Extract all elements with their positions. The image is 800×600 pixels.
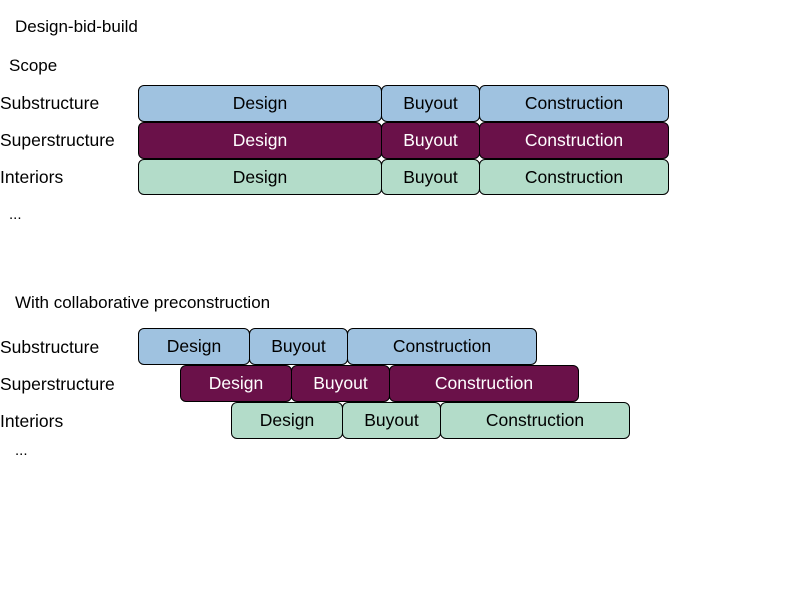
s2-interiors-buyout-bar: Buyout	[342, 402, 441, 439]
s2-row-label-substructure: Substructure	[0, 337, 100, 357]
s2-substructure-design-bar: Design	[138, 328, 250, 365]
scope-label: Scope	[9, 56, 58, 75]
s1-superstructure-design-bar: Design	[138, 122, 382, 159]
s1-interiors-construction-bar: Construction	[479, 159, 669, 195]
s2-row-label-interiors: Interiors	[0, 411, 64, 431]
s2-interiors-design-bar: Design	[231, 402, 343, 439]
s1-interiors-design-bar: Design	[138, 159, 382, 195]
s1-superstructure-construction-bar: Construction	[479, 122, 669, 159]
section2-title: With collaborative preconstruction	[15, 293, 271, 312]
s1-row-label-superstructure: Superstructure	[0, 130, 115, 150]
s1-ellipsis: ...	[9, 206, 22, 223]
s2-row-label-superstructure: Superstructure	[0, 374, 115, 394]
s2-substructure-buyout-bar: Buyout	[249, 328, 348, 365]
s1-row-label-substructure: Substructure	[0, 93, 100, 113]
s2-substructure-construction-bar: Construction	[347, 328, 537, 365]
s1-row-label-interiors: Interiors	[0, 167, 64, 187]
s2-superstructure-design-bar: Design	[180, 365, 292, 402]
s2-superstructure-construction-bar: Construction	[389, 365, 579, 402]
s1-substructure-construction-bar: Construction	[479, 85, 669, 122]
s2-interiors-construction-bar: Construction	[440, 402, 630, 439]
s1-interiors-buyout-bar: Buyout	[381, 159, 480, 195]
s1-substructure-design-bar: Design	[138, 85, 382, 122]
s2-ellipsis: ...	[15, 442, 28, 459]
section1-title: Design-bid-build	[15, 17, 138, 36]
s2-superstructure-buyout-bar: Buyout	[291, 365, 390, 402]
s1-substructure-buyout-bar: Buyout	[381, 85, 480, 122]
s1-superstructure-buyout-bar: Buyout	[381, 122, 480, 159]
